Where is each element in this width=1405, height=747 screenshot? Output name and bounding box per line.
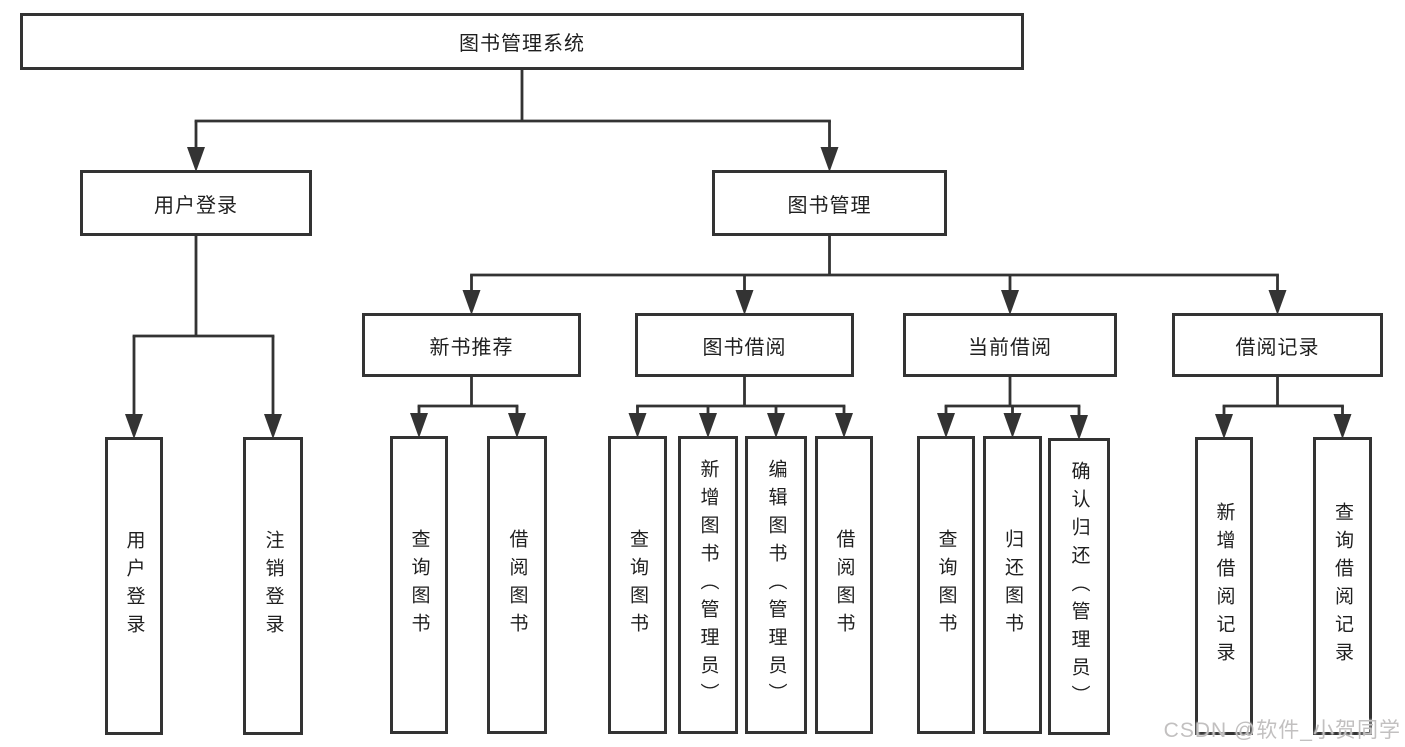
node-label: 查询图书 <box>408 529 430 641</box>
node-leaf-br-add: 新增借阅记录 <box>1195 437 1253 735</box>
arrowhead <box>1001 290 1019 315</box>
node-label: 确认归还（管理员） <box>1068 460 1090 713</box>
arrowhead <box>508 413 526 438</box>
node-leaf-nb-borrow: 借阅图书 <box>487 436 547 734</box>
arrowhead <box>1268 290 1287 315</box>
node-book-borrow: 图书借阅 <box>635 313 854 377</box>
node-label: 新增图书（管理员） <box>697 459 719 711</box>
node-label: 借阅图书 <box>833 529 855 641</box>
node-label: 借阅记录 <box>1235 336 1320 359</box>
node-label: 图书管理系统 <box>459 33 585 55</box>
node-leaf-bb-add: 新增图书（管理员） <box>678 436 738 734</box>
node-label: 注销登录 <box>262 530 284 642</box>
node-label: 新书推荐 <box>429 336 514 359</box>
node-label: 查询图书 <box>935 529 957 641</box>
node-leaf-nb-query: 查询图书 <box>390 436 448 734</box>
node-leaf-logout: 注销登录 <box>243 437 303 735</box>
node-leaf-br-query: 查询借阅记录 <box>1313 437 1372 735</box>
node-leaf-cb-return: 归还图书 <box>983 436 1042 734</box>
arrowhead <box>820 147 839 172</box>
arrowhead <box>699 413 717 438</box>
node-leaf-bb-borrow: 借阅图书 <box>815 436 873 734</box>
node-borrow-records: 借阅记录 <box>1172 313 1383 377</box>
node-label: 当前借阅 <box>968 336 1052 359</box>
node-leaf-bb-query: 查询图书 <box>608 436 667 734</box>
node-label: 图书借阅 <box>702 336 787 359</box>
arrowhead <box>1333 414 1352 439</box>
node-leaf-cb-query: 查询图书 <box>917 436 975 734</box>
node-label: 查询图书 <box>627 529 648 641</box>
node-leaf-bb-edit: 编辑图书（管理员） <box>745 436 807 734</box>
node-label: 图书管理 <box>787 194 872 217</box>
node-user-login: 用户登录 <box>80 170 312 236</box>
arrowhead <box>462 290 481 315</box>
node-leaf-cb-confirm: 确认归还（管理员） <box>1048 438 1110 735</box>
arrowhead <box>125 414 143 439</box>
arrowhead <box>410 413 428 438</box>
arrowhead <box>1070 415 1088 440</box>
node-label: 编辑图书（管理员） <box>765 459 787 711</box>
node-label: 新增借阅记录 <box>1213 502 1235 670</box>
arrowhead <box>767 413 785 438</box>
node-label: 查询借阅记录 <box>1332 502 1353 670</box>
arrowhead <box>187 147 205 172</box>
node-label: 用户登录 <box>154 194 238 217</box>
node-leaf-user-login: 用户登录 <box>105 437 163 735</box>
arrowhead <box>937 413 955 438</box>
node-label: 借阅图书 <box>506 529 528 641</box>
arrowhead <box>1003 413 1022 438</box>
node-label: 归还图书 <box>1002 529 1023 641</box>
arrowhead <box>628 413 647 438</box>
node-root: 图书管理系统 <box>20 13 1024 70</box>
node-label: 用户登录 <box>123 530 145 642</box>
arrowhead <box>1215 414 1233 439</box>
node-current-borrow: 当前借阅 <box>903 313 1117 377</box>
arrowhead <box>835 413 853 438</box>
node-new-book-rec: 新书推荐 <box>362 313 581 377</box>
arrowhead <box>735 290 754 315</box>
node-book-mgmt: 图书管理 <box>712 170 947 236</box>
arrowhead <box>264 414 282 439</box>
